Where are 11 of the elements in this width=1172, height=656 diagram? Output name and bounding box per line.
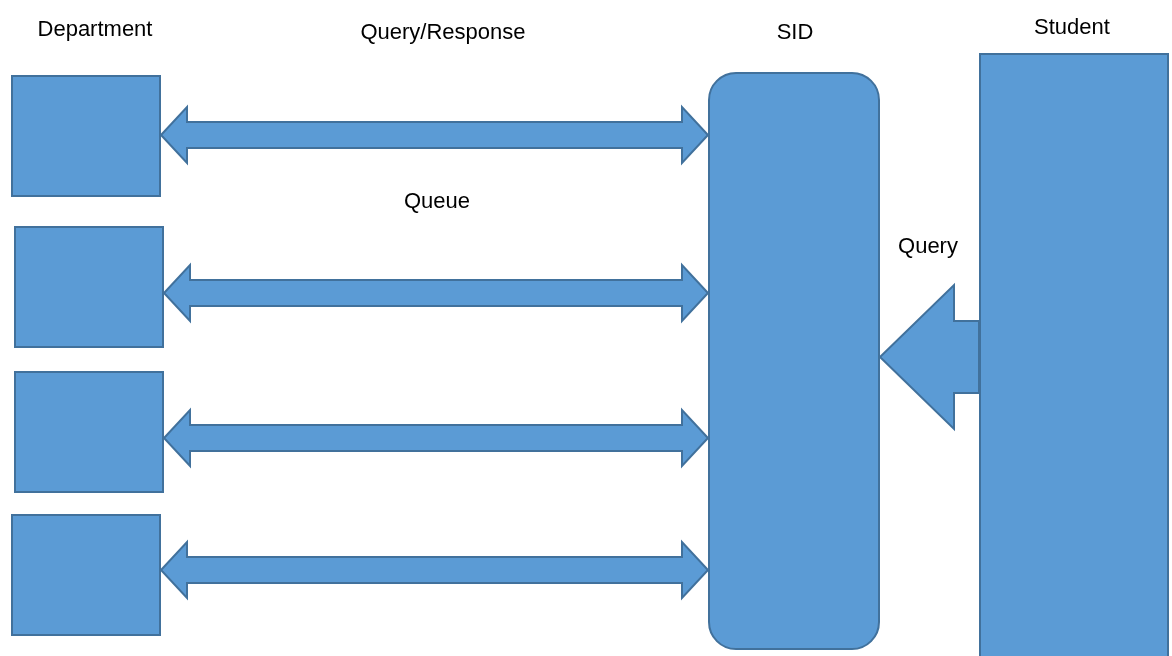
block-arrow bbox=[162, 407, 710, 469]
edge-label: Query bbox=[898, 231, 958, 260]
node-heading: Department bbox=[37, 14, 153, 43]
block-arrow bbox=[878, 282, 980, 432]
block-arrow bbox=[159, 539, 710, 601]
block-arrow bbox=[162, 262, 710, 324]
edge-label: Query/Response bbox=[360, 17, 526, 46]
edge-label: Queue bbox=[403, 186, 471, 215]
block-arrow bbox=[159, 104, 710, 166]
node-heading: Student bbox=[1034, 12, 1110, 41]
node-heading: SID bbox=[776, 17, 814, 46]
